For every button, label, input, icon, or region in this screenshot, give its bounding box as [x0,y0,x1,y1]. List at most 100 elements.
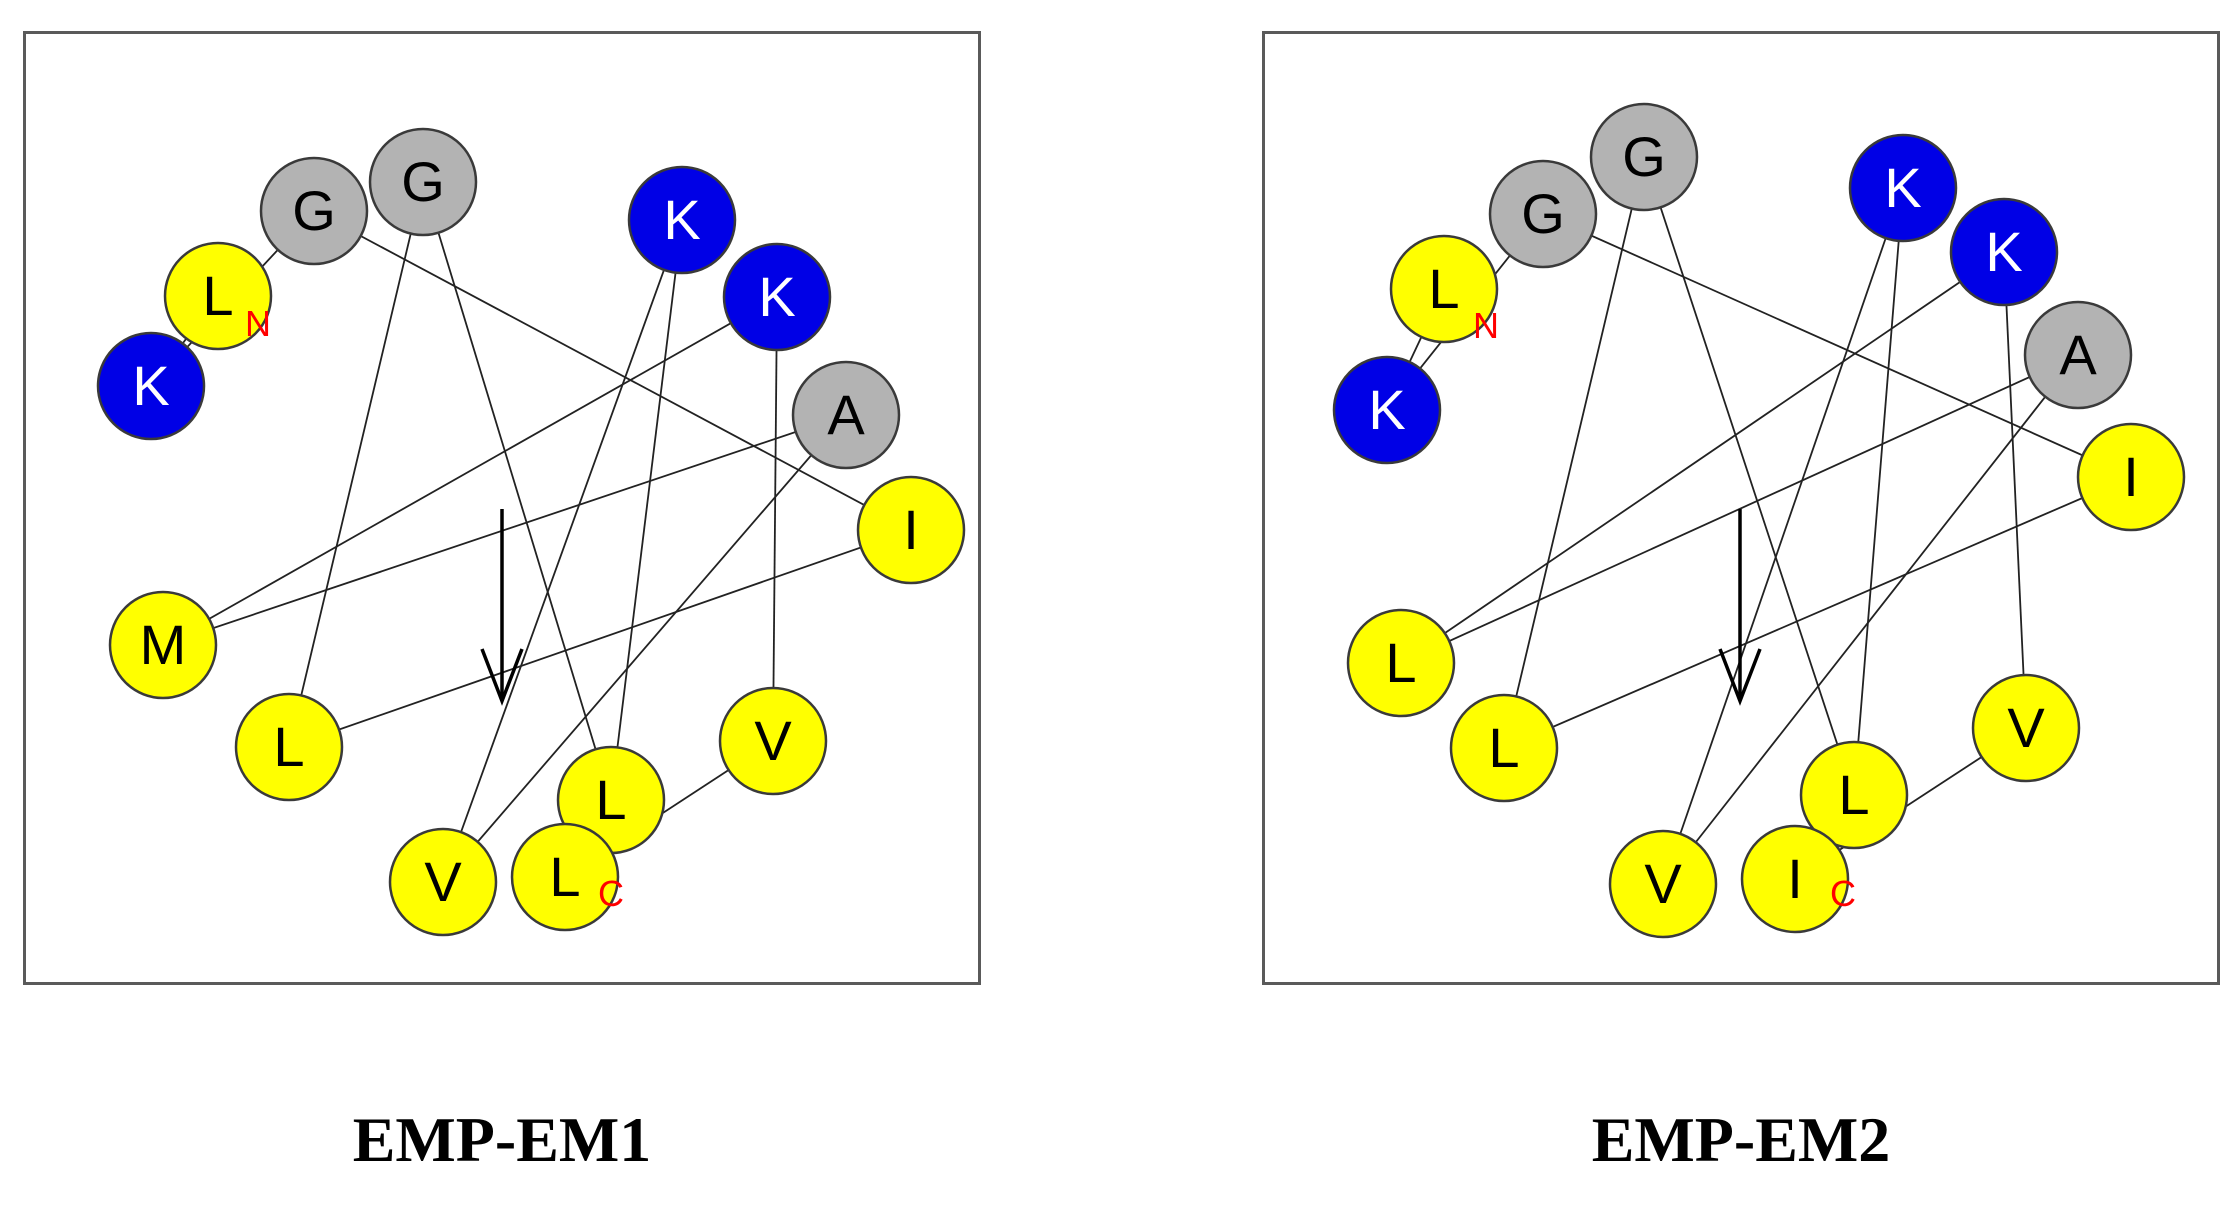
residue-k: K [1332,355,1442,465]
helix-connector-line [1542,213,2132,478]
helix-connector-line [422,181,612,801]
residue-letter: L [1838,763,1869,826]
residue-circle [368,127,478,237]
residue-letter: V [424,850,462,913]
residue-letter: L [1428,257,1459,320]
residue-letter: K [132,354,169,417]
residue-v: V [388,827,498,937]
residue-circle [163,241,273,351]
helix-connector-line [442,414,847,883]
helix-connector-line [1662,187,1904,885]
helix-connector-line [1503,156,1645,749]
residue-letter: L [549,845,580,908]
hydrophobic-moment-arrow [1718,509,1762,706]
residue-letter: I [1787,847,1803,910]
residue-v: V [718,686,828,796]
residue-circle [1949,197,2059,307]
residue-letter: A [2059,323,2097,386]
helix-connector-line [288,529,912,748]
residue-circle [2076,422,2186,532]
residue-v: V [1608,829,1718,939]
residue-circle [1740,824,1850,934]
residue-circle [1488,159,1598,269]
residue-l: L [1389,234,1499,344]
residue-letter: M [140,613,187,676]
helix-connector-line [2003,251,2027,729]
residue-l: L [163,241,273,351]
residue-letter: L [1488,716,1519,779]
residue-circle [96,331,206,441]
c-terminus-label: C [1830,873,1856,914]
residue-circle [718,686,828,796]
residue-circle [1346,608,1456,718]
residue-i: I [856,475,966,585]
helix-connector-line [442,219,683,883]
residue-letter: V [1644,852,1682,915]
residue-g: G [1488,159,1598,269]
helix-connector-line [288,181,424,748]
residue-circle [2023,300,2133,410]
n-terminus-label: N [245,303,271,344]
residue-i: I [1740,824,1850,934]
residue-letter: V [754,709,792,772]
residue-circle [259,156,369,266]
residue-letter: G [1521,182,1565,245]
helix-connector-line [162,414,847,646]
residue-l: L [1449,693,1559,803]
residue-k: K [1949,197,2059,307]
residue-circle [108,590,218,700]
residue-circle [1971,673,2081,783]
residue-letter: V [2007,696,2045,759]
residue-letter: L [595,768,626,831]
helix-connector-line [162,296,778,646]
helix-connector-line [1853,187,1904,796]
residue-circle [1799,740,1909,850]
residue-letter: L [273,715,304,778]
residue-letter: I [2123,445,2139,508]
residue-letter: G [292,179,336,242]
residue-k: K [96,331,206,441]
residue-letter: L [202,264,233,327]
residue-circle [856,475,966,585]
residue-g: G [259,156,369,266]
residue-letter: K [663,188,700,251]
residue-l: L [1799,740,1909,850]
c-terminus-label: C [598,873,624,914]
residue-k: K [627,165,737,275]
caption-emp-em1: EMP-EM1 [352,1104,652,1175]
residue-circle [627,165,737,275]
residue-letter: L [1385,631,1416,694]
helix-connector-line [1503,476,2132,749]
residue-circle [722,242,832,352]
residue-circle [388,827,498,937]
helix-connector-line [313,210,912,531]
residue-circle [1608,829,1718,939]
residue-letter: G [401,150,445,213]
helix-connector-line [1400,251,2005,664]
hydrophobic-moment-arrow [480,509,524,706]
residue-letter: I [903,498,919,561]
residue-a: A [2023,300,2133,410]
residue-circle [1449,693,1559,803]
residue-v: V [1971,673,2081,783]
residue-letter: A [827,383,865,446]
residue-circle [1589,102,1699,212]
residue-g: G [368,127,478,237]
residue-letter: G [1622,125,1666,188]
residue-circle [791,360,901,470]
residue-l: L [234,692,344,802]
residue-letter: K [1368,378,1405,441]
helix-connector-line [1643,156,1855,796]
caption-emp-em2: EMP-EM2 [1591,1104,1891,1175]
residue-circle [510,822,620,932]
helix-connector-line [1662,354,2079,885]
residue-a: A [791,360,901,470]
helix-connector-line [610,219,683,801]
residue-k: K [722,242,832,352]
residue-letter: K [1884,156,1921,219]
residue-circle [1389,234,1499,344]
